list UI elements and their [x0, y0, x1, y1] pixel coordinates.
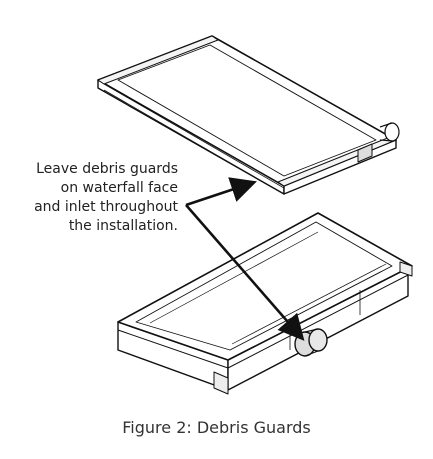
- inlet-unit: [117, 212, 413, 395]
- callout-text: Leave debris guards on waterfall face an…: [18, 160, 178, 236]
- callout-line-4: the installation.: [68, 218, 178, 234]
- callout-line-3: and inlet throughout: [34, 199, 178, 215]
- waterfall-face-unit: [97, 35, 400, 195]
- figure-caption: Figure 2: Debris Guards: [122, 418, 311, 437]
- callout-arrows: [185, 177, 305, 341]
- callout-line-2: on waterfall face: [60, 180, 178, 196]
- callout-line-1: Leave debris guards: [36, 161, 178, 177]
- arrow-to-inlet: [185, 204, 305, 341]
- arrow-to-waterfall-face: [185, 177, 257, 207]
